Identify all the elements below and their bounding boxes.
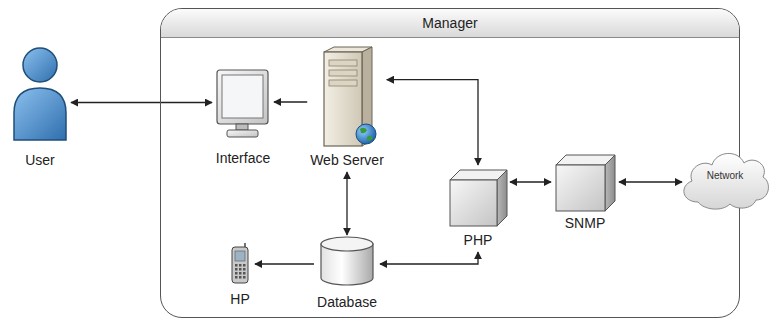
connector-arrow — [255, 263, 314, 264]
database-cylinder — [321, 237, 373, 285]
icon-area — [449, 168, 507, 228]
connector-arrow — [71, 102, 212, 103]
module-box — [450, 170, 507, 226]
title-band: Manager — [161, 9, 739, 38]
connector-arrow — [510, 181, 551, 182]
module-box — [556, 155, 615, 211]
snmp-node: SNMP — [554, 153, 616, 232]
connector-arrow — [346, 172, 347, 235]
web-server-node: Web Server — [310, 46, 384, 169]
icon-area — [321, 46, 373, 148]
phone-icon — [232, 243, 248, 283]
php-node: PHP — [449, 168, 507, 249]
user-node: User — [12, 48, 68, 169]
icon-area — [554, 153, 616, 211]
icon-area — [12, 48, 68, 148]
node-label: SNMP — [565, 215, 605, 232]
frame-title: Manager — [422, 15, 477, 31]
server-icon — [324, 47, 376, 146]
cloud-label: Network — [707, 170, 744, 181]
icon-area — [319, 238, 375, 290]
node-label: Database — [317, 294, 377, 311]
node-label: User — [25, 152, 55, 169]
database-node: Database — [317, 238, 377, 311]
node-label: PHP — [464, 232, 493, 249]
user-icon — [14, 48, 66, 140]
icon-area — [228, 243, 252, 287]
interface-node: Interface — [215, 68, 271, 167]
monitor-icon — [217, 70, 268, 137]
node-label: HP — [230, 291, 249, 308]
network-cloud: Network — [678, 142, 772, 214]
node-label: Web Server — [310, 152, 384, 169]
connector-arrow — [380, 252, 478, 264]
node-label: Interface — [216, 150, 270, 167]
manager-frame: ManagerInterface Web ServerPHP SNMP HP Datab… — [160, 8, 740, 318]
connector-arrow — [619, 181, 682, 182]
icon-area — [215, 68, 271, 146]
connector-arrow — [387, 80, 478, 165]
connector-arrow — [274, 101, 307, 102]
phone-node: HP — [228, 243, 252, 308]
